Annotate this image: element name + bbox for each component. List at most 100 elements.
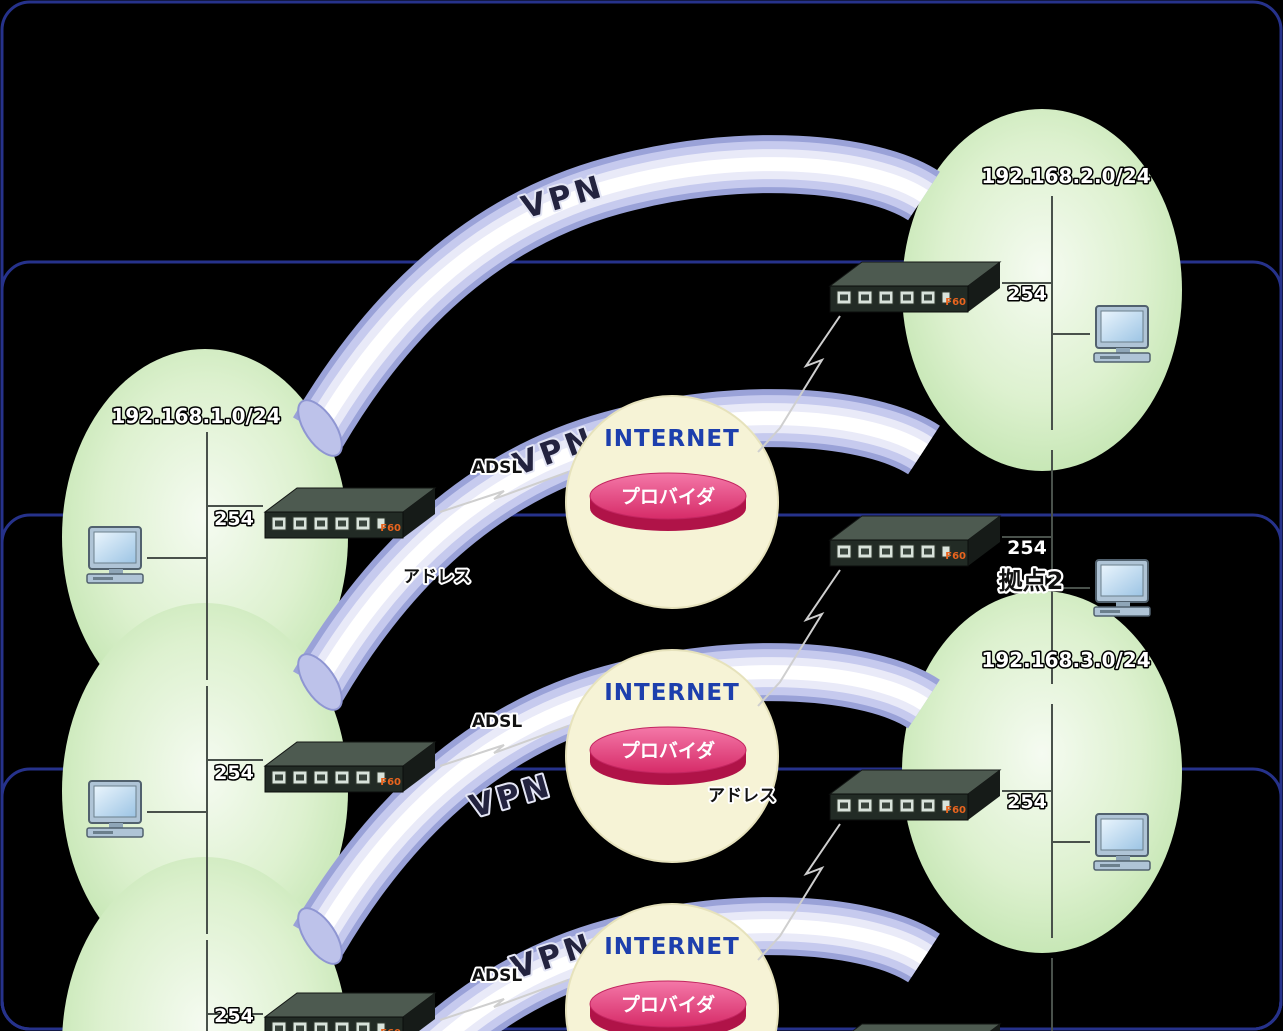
lan-subnet-label: 192.168.3.0/24 [981, 648, 1150, 672]
router-port-inner [359, 520, 367, 527]
pc-base [1093, 606, 1151, 617]
router-port-inner [275, 520, 283, 527]
vpn-tunnel-tube [311, 157, 928, 436]
router-model-label: F60 [945, 551, 966, 562]
router-model-label: F60 [380, 777, 401, 788]
router-port [941, 545, 951, 558]
provider-disk-top [589, 472, 747, 520]
vpn-tunnel-end-cap [297, 399, 343, 457]
router-port-inner [296, 520, 304, 527]
router-port [941, 799, 951, 812]
router-port-inner [317, 774, 325, 781]
provider-disk-top [589, 726, 747, 774]
pc-base-slot [1100, 356, 1120, 359]
adsl-label: ADSL [472, 712, 523, 732]
router-port-inner [924, 548, 932, 555]
router-port-inner [338, 1025, 346, 1031]
router-address-label: 254 [1007, 791, 1047, 813]
wan-link-zigzag [757, 315, 841, 453]
provider-disk-icon: プロバイダ [589, 726, 747, 785]
site-name-label: 拠点2 [999, 567, 1064, 595]
router-icon: F60 [263, 741, 437, 793]
lan-subnet-label: 192.168.2.0/24 [981, 164, 1150, 188]
router-port-inner [275, 1025, 283, 1031]
router-address-label: 254 [214, 1005, 254, 1027]
lan-subnet-label: 192.168.1.0/24 [111, 404, 280, 428]
router-port-inner [840, 802, 848, 809]
internet-label: INTERNET [604, 680, 740, 706]
router-port-inner [903, 548, 911, 555]
provider-label: プロバイダ [621, 485, 715, 508]
pc-base-slot [1100, 610, 1120, 613]
internet-label: INTERNET [604, 426, 740, 452]
provider-disk-icon: プロバイダ [589, 472, 747, 531]
router-address-label: 254 [1007, 283, 1047, 305]
pc-stand [109, 823, 123, 828]
router-icon: F60 [851, 1023, 1002, 1031]
pc-screen [93, 531, 137, 564]
router-port-inner [903, 802, 911, 809]
router-model-label: F60 [380, 523, 401, 534]
router-side-face [403, 742, 435, 792]
router-side-face [968, 262, 1000, 312]
router-port-inner [296, 1025, 304, 1031]
provider-disk-icon: プロバイダ [589, 980, 747, 1031]
provider-label: プロバイダ [621, 739, 715, 762]
router-icon: F60 [263, 992, 437, 1031]
router-port [376, 771, 386, 784]
router-port-inner [861, 802, 869, 809]
lan-area-ellipse [902, 109, 1182, 471]
router-port-inner [840, 294, 848, 301]
adsl-link-zigzag [439, 471, 569, 513]
router-icon: F60 [263, 487, 437, 539]
internet-label: INTERNET [604, 934, 740, 960]
router-port-inner [840, 548, 848, 555]
router-icon: F60 [828, 769, 1002, 821]
router-model-label: F60 [945, 297, 966, 308]
router-port-inner [924, 802, 932, 809]
address-note-label: アドレス [403, 567, 471, 587]
router-port-inner [861, 294, 869, 301]
adsl-link-zigzag [439, 725, 569, 767]
router-side-face [403, 993, 435, 1031]
router-port-inner [882, 802, 890, 809]
desktop-pc-icon [1093, 813, 1151, 871]
router-port-inner [317, 520, 325, 527]
router-address-label: 254 [1007, 537, 1047, 559]
router-port-inner [296, 774, 304, 781]
router-port [941, 291, 951, 304]
router-side-face [990, 1024, 1000, 1031]
pc-base [1093, 860, 1151, 871]
provider-label: プロバイダ [621, 993, 715, 1016]
router-address-label: 254 [214, 762, 254, 784]
router-icon: F60 [828, 261, 1002, 313]
pc-screen [1100, 564, 1144, 597]
desktop-pc-icon [86, 780, 144, 838]
provider-disk-top [589, 980, 747, 1028]
router-port-inner [359, 1025, 367, 1031]
pc-stand [1116, 602, 1130, 607]
pc-screen [1100, 818, 1144, 851]
router-model-label: F60 [945, 805, 966, 816]
pc-base-slot [93, 577, 113, 580]
router-port-inner [275, 774, 283, 781]
pc-base [86, 827, 144, 838]
router-side-face [403, 488, 435, 538]
vpn-tunnel-end-cap [297, 907, 343, 965]
pc-base [1093, 352, 1151, 363]
adsl-link-zigzag [439, 979, 569, 1021]
router-icon: F60 [828, 515, 1002, 567]
router-port-inner [317, 1025, 325, 1031]
router-side-face [968, 770, 1000, 820]
router-port-inner [882, 294, 890, 301]
router-port-inner [882, 548, 890, 555]
adsl-label: ADSL [472, 966, 523, 986]
router-port-inner [924, 294, 932, 301]
vpn-tunnel-end-cap [297, 653, 343, 711]
lan-area-ellipse [62, 857, 348, 1031]
pc-stand [109, 569, 123, 574]
desktop-pc-icon [86, 526, 144, 584]
wan-link-zigzag [757, 569, 841, 707]
